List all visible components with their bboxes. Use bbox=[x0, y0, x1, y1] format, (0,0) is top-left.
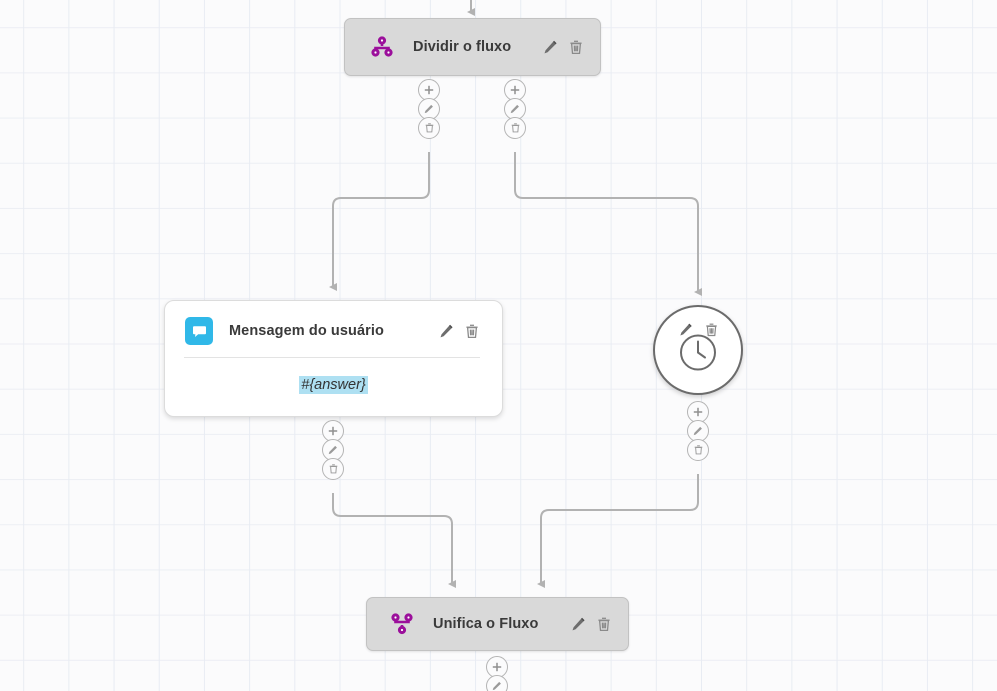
node-unifica-o-fluxo[interactable]: Unifica o Fluxo bbox=[366, 597, 629, 651]
edge-split-to-message bbox=[329, 152, 430, 291]
node-title: Mensagem do usuário bbox=[229, 323, 384, 339]
stack-merge-outlet[interactable] bbox=[486, 656, 508, 691]
edit-connection-button[interactable] bbox=[418, 98, 440, 120]
edit-connection-button[interactable] bbox=[486, 675, 508, 691]
edit-icon[interactable] bbox=[438, 323, 455, 340]
delete-icon[interactable] bbox=[464, 323, 480, 340]
delete-connection-button[interactable] bbox=[418, 117, 440, 139]
edge-delay-to-merge bbox=[537, 474, 699, 588]
delete-connection-button[interactable] bbox=[322, 458, 344, 480]
chat-bubble-icon bbox=[185, 317, 213, 345]
edit-icon[interactable] bbox=[542, 39, 559, 56]
split-flow-icon bbox=[369, 34, 395, 60]
node-dividir-o-fluxo[interactable]: Dividir o fluxo bbox=[344, 18, 601, 76]
stack-message-outlet[interactable] bbox=[322, 420, 344, 480]
edit-icon[interactable] bbox=[678, 322, 694, 343]
node-delay[interactable] bbox=[653, 305, 743, 395]
node-mensagem-do-usuario[interactable]: Mensagem do usuário bbox=[164, 300, 503, 417]
stack-delay-outlet[interactable] bbox=[687, 401, 709, 461]
merge-flow-icon bbox=[389, 611, 415, 637]
edge-split-to-delay bbox=[514, 152, 702, 296]
delete-icon[interactable] bbox=[596, 616, 612, 633]
node-title: Unifica o Fluxo bbox=[433, 616, 539, 632]
delete-icon[interactable] bbox=[568, 39, 584, 56]
edge-message-to-merge bbox=[332, 493, 456, 588]
message-variable[interactable]: #{answer} bbox=[299, 376, 368, 394]
message-body: #{answer} bbox=[165, 358, 502, 416]
stack-split-right-outlet[interactable] bbox=[504, 79, 526, 139]
delete-connection-button[interactable] bbox=[687, 439, 709, 461]
delete-connection-button[interactable] bbox=[504, 117, 526, 139]
edit-icon[interactable] bbox=[570, 616, 587, 633]
clock-icon bbox=[677, 332, 719, 379]
message-header: Mensagem do usuário bbox=[165, 301, 502, 345]
node-title: Dividir o fluxo bbox=[413, 39, 512, 55]
divider bbox=[184, 357, 480, 358]
stack-split-left-outlet[interactable] bbox=[418, 79, 440, 139]
delete-icon[interactable] bbox=[704, 322, 719, 343]
